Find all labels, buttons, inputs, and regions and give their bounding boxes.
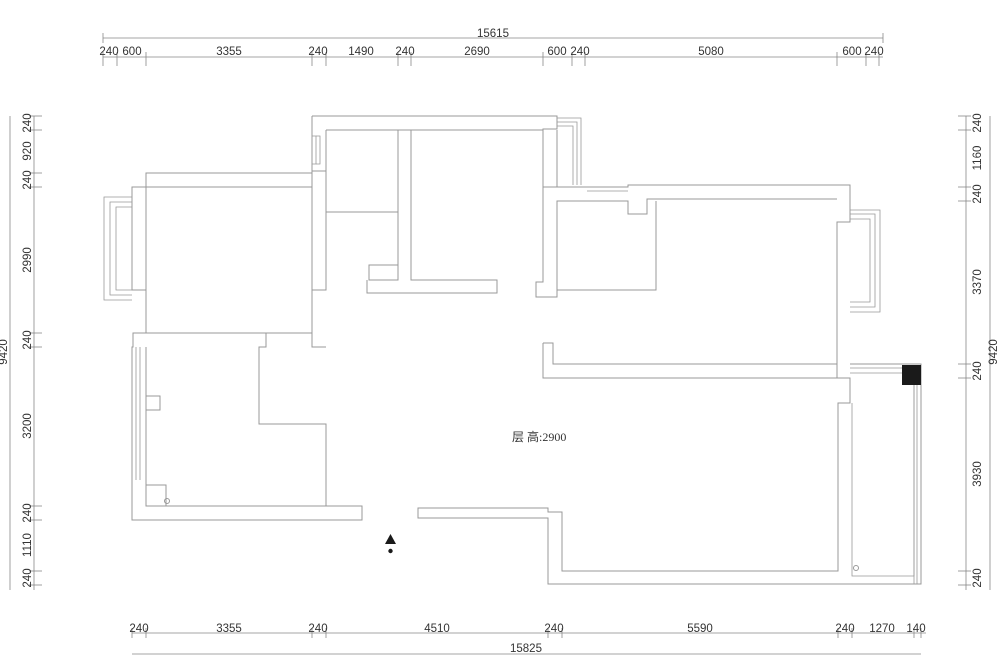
top-total-dimension: 15615 (477, 28, 509, 40)
ceiling-height-label: 层 高:2900 (512, 429, 566, 444)
top-dim: 3355 (216, 46, 242, 58)
top-dim: 240 (864, 46, 883, 58)
structural-column (902, 365, 921, 385)
dimension-lines (9, 33, 991, 655)
bottom-dim: 5590 (687, 623, 713, 635)
right-dim: 1160 (972, 146, 984, 171)
right-dim: 3370 (972, 269, 984, 295)
bottom-dim: 240 (835, 623, 854, 635)
left-dim: 2990 (22, 247, 34, 273)
top-dim: 2690 (464, 46, 490, 58)
left-dim: 240 (22, 113, 34, 132)
outer-wall-inner (131, 130, 363, 521)
right-dimensions: 240 1160 240 3370 240 3930 240 9420 (972, 113, 1000, 587)
bottom-dimensions: 240 3355 240 4510 240 5590 240 1270 140 … (129, 623, 925, 655)
bottom-dim: 240 (308, 623, 327, 635)
top-dim: 240 (308, 46, 327, 58)
outer-wall (312, 115, 922, 585)
up-triangle-icon (385, 534, 396, 544)
bottom-dim: 240 (129, 623, 148, 635)
left-dimensions: 9420 240 920 240 2990 240 3200 240 1110 … (0, 113, 34, 587)
top-dim: 240 (570, 46, 589, 58)
right-dim: 3930 (972, 461, 984, 487)
left-dim: 1110 (22, 533, 34, 557)
top-dim: 240 (99, 46, 118, 58)
top-dim: 600 (547, 46, 566, 58)
top-dimensions: 15615 240 600 3355 240 1490 240 2690 600… (99, 28, 883, 58)
walls (131, 115, 922, 585)
top-dim: 600 (122, 46, 141, 58)
right-dim: 240 (972, 113, 984, 132)
left-total-dimension: 9420 (0, 339, 10, 365)
bottom-dim: 240 (544, 623, 563, 635)
left-dim: 920 (22, 141, 34, 160)
bottom-dim: 140 (906, 623, 925, 635)
top-dim: 600 (842, 46, 861, 58)
floor-drain-icon (853, 565, 859, 571)
left-dim: 240 (22, 330, 34, 349)
floor-drain-icon (164, 498, 170, 504)
top-dim: 240 (395, 46, 414, 58)
bottom-dim: 4510 (424, 623, 450, 635)
windows (103, 117, 918, 584)
dot-icon (388, 548, 393, 554)
left-dim: 240 (22, 503, 34, 522)
left-dim: 240 (22, 568, 34, 587)
right-dim: 240 (972, 184, 984, 203)
right-dim: 240 (972, 568, 984, 587)
left-dim: 3200 (22, 413, 34, 439)
bottom-total-dimension: 15825 (510, 643, 542, 655)
top-dim: 5080 (698, 46, 724, 58)
left-dim: 240 (22, 170, 34, 189)
top-dim: 1490 (348, 46, 374, 58)
bottom-dim: 1270 (869, 623, 895, 635)
right-dim: 240 (972, 361, 984, 380)
right-total-dimension: 9420 (988, 339, 1000, 365)
bottom-dim: 3355 (216, 623, 242, 635)
